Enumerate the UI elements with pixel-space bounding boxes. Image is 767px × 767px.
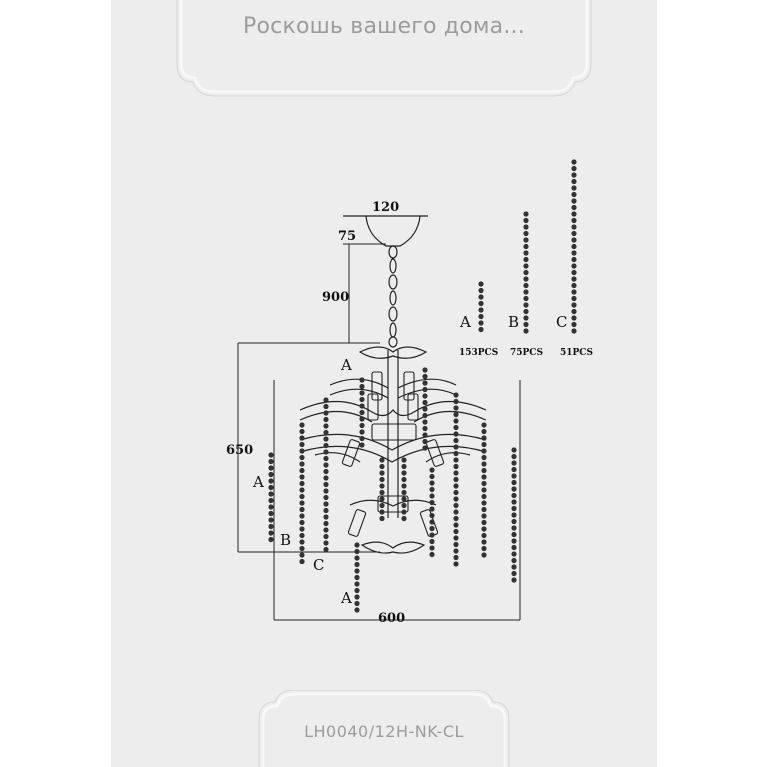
legend-label-a: A <box>459 313 471 331</box>
bead-strand <box>511 447 517 583</box>
bead-strand <box>401 457 407 522</box>
strand-label-a-left: A <box>252 473 264 491</box>
strand-label-c-left: C <box>313 556 324 574</box>
candle-holders <box>341 371 445 537</box>
dimension-600: 600 <box>378 611 405 626</box>
bead-strand <box>323 397 329 553</box>
background-panel <box>111 0 657 767</box>
bead-strand <box>453 392 459 567</box>
legend-count-b: 75PCS <box>510 348 543 358</box>
dimension-900: 900 <box>322 290 349 305</box>
legend-label-b: B <box>508 313 519 331</box>
bead-strand <box>481 422 487 558</box>
bead-strand <box>422 367 428 451</box>
legend-count-c: 51PCS <box>560 348 593 358</box>
ceiling-canopy <box>365 215 421 247</box>
legend-strand-a <box>478 281 484 333</box>
bead-strand <box>268 452 274 543</box>
dimension-650: 650 <box>226 443 253 458</box>
tier-3-arms <box>314 452 471 554</box>
tagline: Роскошь вашего дома... <box>243 14 525 39</box>
chain <box>388 245 398 348</box>
strand-label-a-bottom: A <box>340 589 352 607</box>
model-number: LH0040/12H-NK-CL <box>304 722 464 741</box>
dimension-120: 120 <box>372 200 399 215</box>
bead-strand <box>299 422 305 565</box>
center-stem <box>387 350 399 518</box>
legend-strand-c <box>571 159 577 334</box>
dimension-75: 75 <box>338 229 356 244</box>
bead-strand <box>429 467 435 558</box>
strand-label-a-top: A <box>340 356 352 374</box>
bead-strand <box>354 542 360 613</box>
top-decorative-frame <box>176 0 592 97</box>
legend-count-a: 153PCS <box>459 348 498 358</box>
strand-label-b-left: B <box>280 531 291 549</box>
tier-1-arms <box>329 346 457 399</box>
legend-label-c: C <box>556 313 567 331</box>
bead-strands <box>268 159 577 613</box>
legend-strand-b <box>523 211 529 334</box>
strand-legend: A 153PCS B 75PCS C 51PCS <box>459 313 593 358</box>
dimension-lines <box>237 243 521 621</box>
bottom-decorative-frame <box>258 690 510 767</box>
bead-strand <box>379 457 385 522</box>
bead-strand <box>359 377 365 448</box>
